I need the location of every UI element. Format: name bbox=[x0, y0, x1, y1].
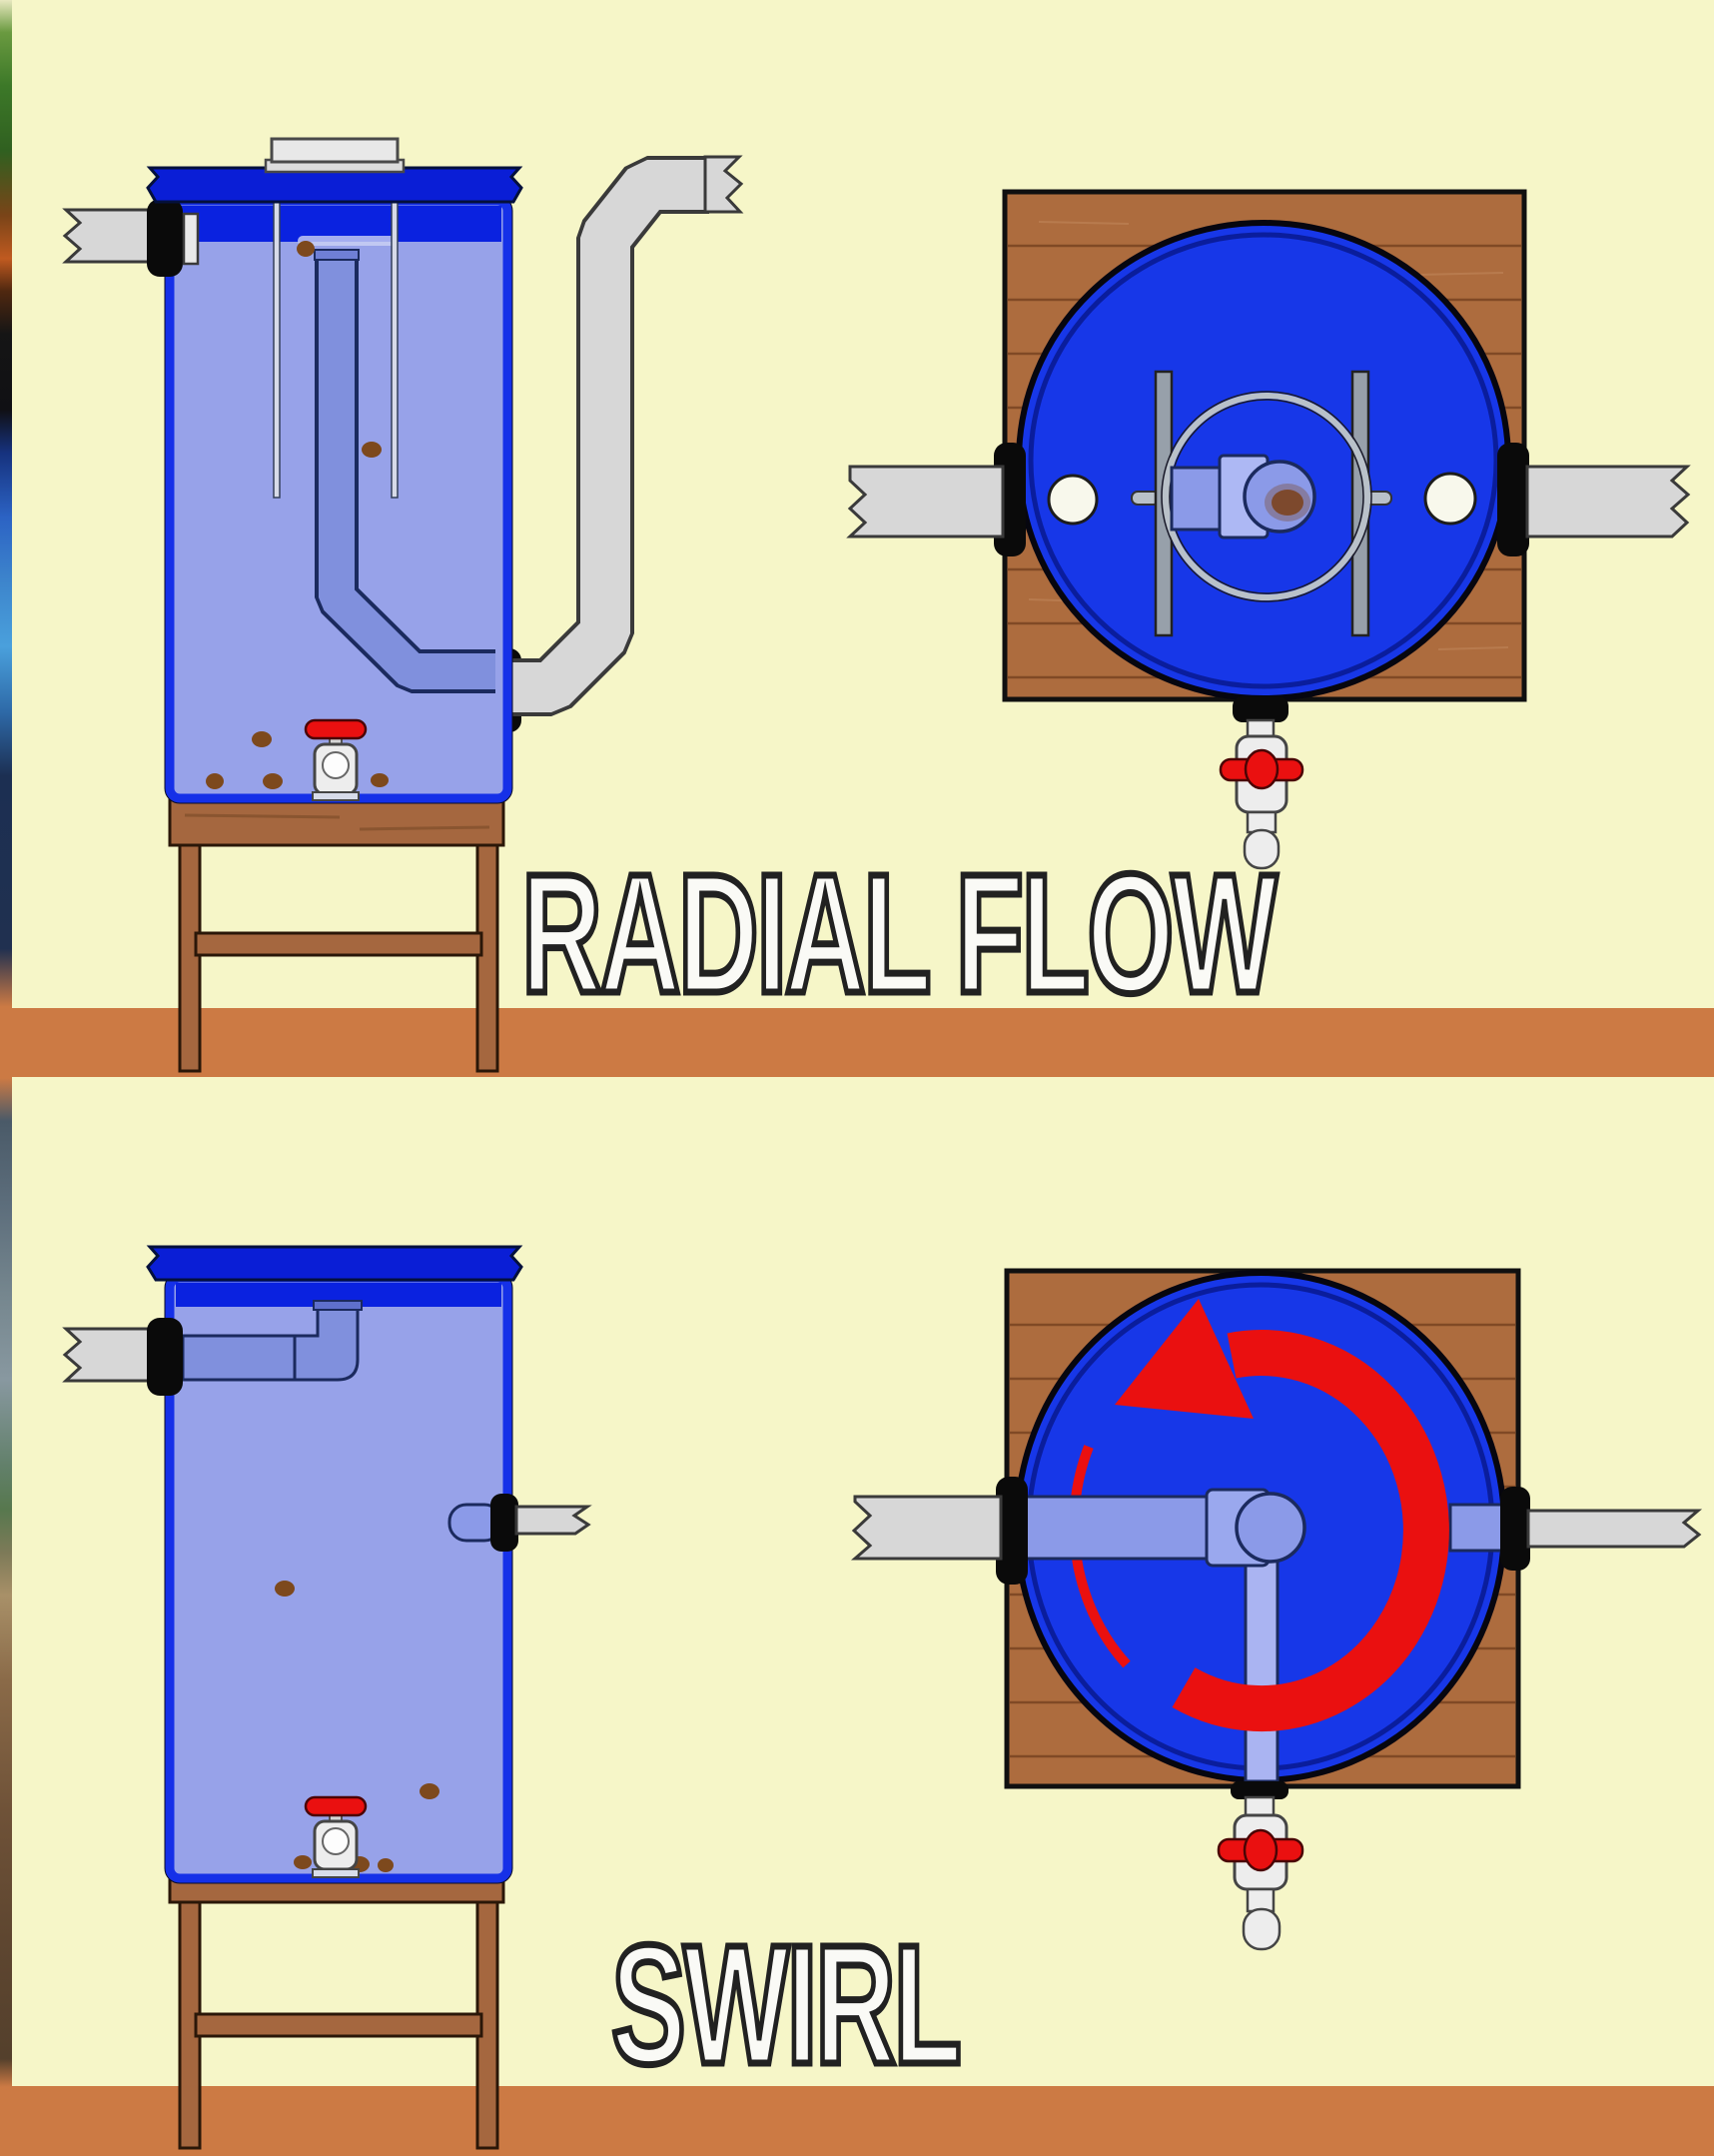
outlet-pipe bbox=[514, 1505, 592, 1536]
label-radial-flow: RADIAL FLOW bbox=[519, 839, 1280, 1029]
swirl-arrow-icon bbox=[1172, 1330, 1449, 1732]
outlet-stub bbox=[1448, 1503, 1506, 1553]
floor-strip-top bbox=[0, 1008, 1714, 1077]
bottom-drain-valve bbox=[1219, 696, 1304, 870]
tank-lid bbox=[146, 166, 523, 204]
lid-cap bbox=[264, 137, 406, 174]
outlet-pipe bbox=[1526, 1509, 1703, 1549]
center-ring bbox=[1161, 391, 1372, 602]
bottom-drain-valve bbox=[1217, 1781, 1304, 1951]
vent-hole-left bbox=[1047, 474, 1099, 526]
outlet-seal bbox=[1500, 1487, 1530, 1571]
swirl-side-view bbox=[62, 1245, 592, 2150]
tank-lid bbox=[146, 1245, 523, 1282]
waterline-glare bbox=[298, 236, 398, 246]
tank-stand bbox=[168, 797, 505, 1073]
inlet-run-pipe bbox=[1017, 1495, 1213, 1561]
swirl-arrow-head bbox=[1115, 1299, 1254, 1419]
valve-handle-icon bbox=[304, 1795, 368, 1817]
inlet-pipe bbox=[846, 465, 1005, 539]
center-inlet-assembly bbox=[1170, 454, 1316, 539]
downpipe-mouth bbox=[314, 249, 360, 261]
outlet-pipe bbox=[1525, 465, 1691, 539]
drain-valve bbox=[304, 1795, 368, 1878]
pipe-break-icon bbox=[703, 155, 744, 214]
sediment-particles bbox=[206, 241, 389, 789]
tank-top-rim bbox=[1028, 232, 1499, 689]
outlet-seal bbox=[1497, 443, 1529, 556]
radial-top-view bbox=[846, 189, 1691, 870]
drain-valve bbox=[304, 718, 368, 801]
outlet-seal bbox=[490, 1494, 518, 1552]
elbow-mouth bbox=[313, 1300, 363, 1311]
inlet-seal bbox=[996, 1477, 1028, 1585]
valve-handle-icon bbox=[304, 718, 368, 740]
inlet-pipe bbox=[850, 1495, 1003, 1561]
vent-hole-right bbox=[1423, 472, 1477, 526]
swirl-top-view bbox=[850, 1268, 1703, 1951]
video-edge-strip bbox=[0, 0, 12, 2156]
floor-strip-bottom bbox=[0, 2086, 1714, 2156]
radial-side-view bbox=[62, 137, 744, 1073]
inlet-seal bbox=[147, 1318, 183, 1396]
inlet-run-pipe bbox=[181, 1334, 299, 1382]
swirl-arrow-tail bbox=[1069, 1445, 1131, 1668]
label-swirl: SWIRL bbox=[609, 1910, 965, 2100]
inlet-seal bbox=[147, 199, 183, 277]
inlet-stub bbox=[182, 212, 200, 266]
elbow-cap bbox=[1235, 1492, 1306, 1564]
